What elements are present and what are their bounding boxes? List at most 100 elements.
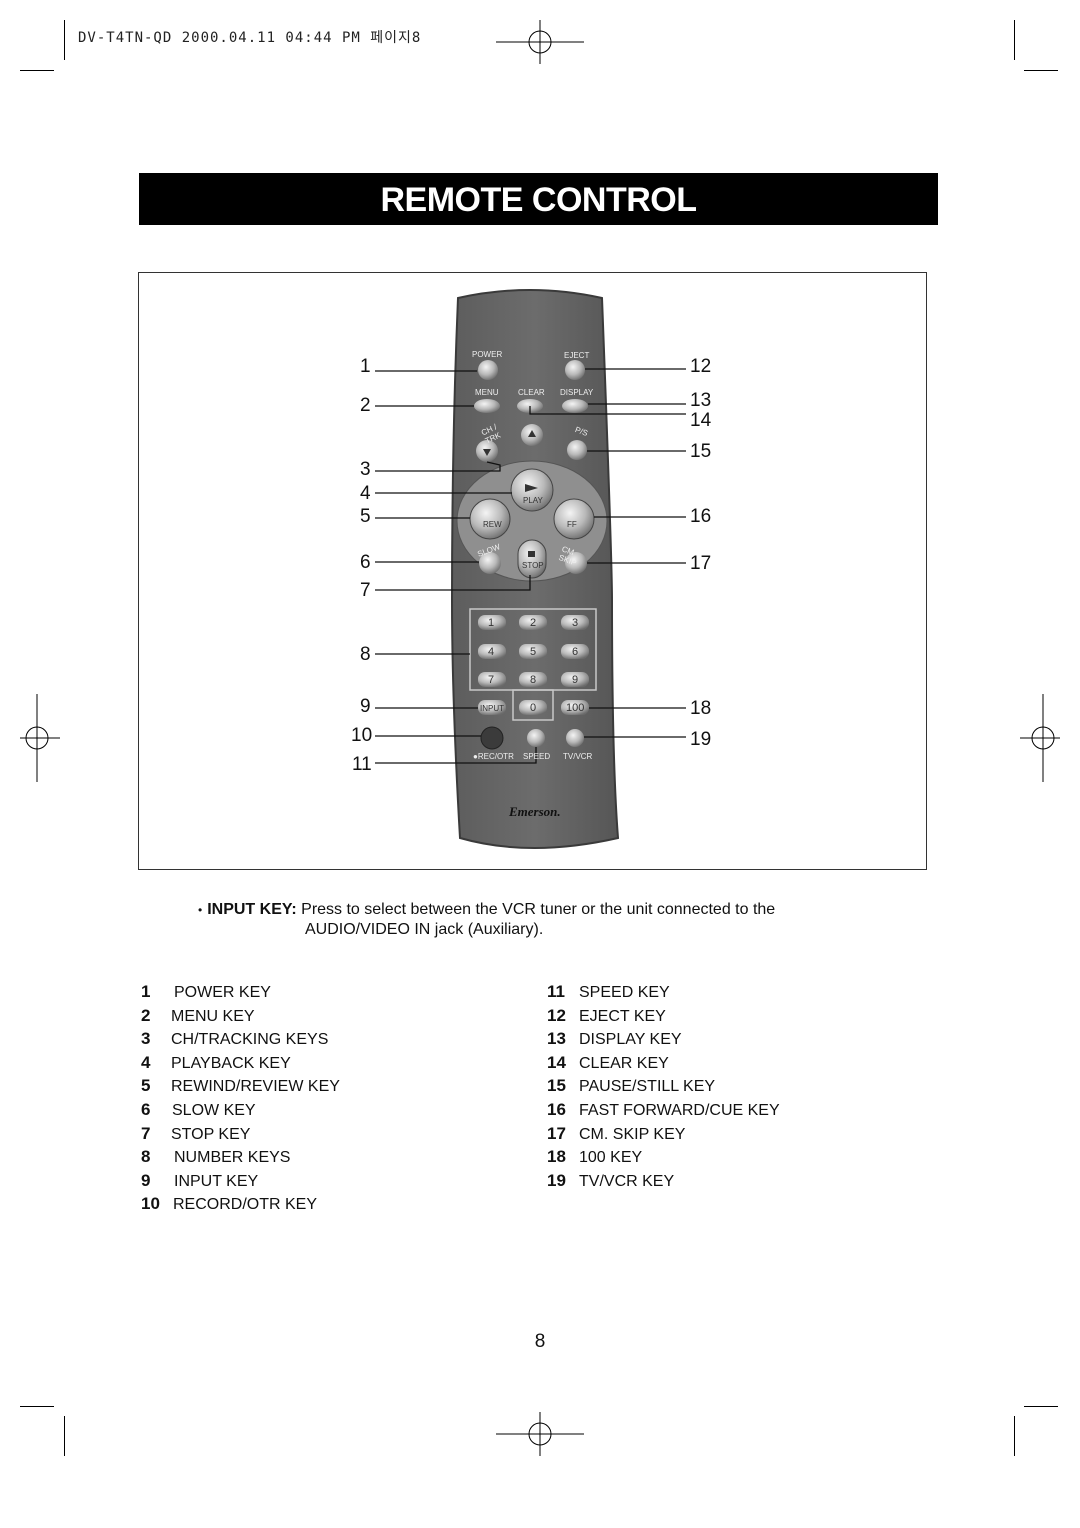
callout-18: 18 bbox=[690, 698, 712, 719]
note-label: INPUT KEY: bbox=[207, 901, 297, 918]
input-button bbox=[478, 700, 506, 715]
play-label: PLAY bbox=[523, 496, 543, 505]
callout-6: 6 bbox=[360, 552, 371, 573]
page-number: 8 bbox=[534, 1331, 546, 1352]
callout-1: 1 bbox=[360, 356, 371, 377]
rew-button bbox=[469, 498, 511, 540]
callout-11: 11 bbox=[352, 754, 372, 775]
legend-number: 12 bbox=[547, 1006, 566, 1025]
callout-lines bbox=[375, 368, 686, 764]
callout-2: 2 bbox=[360, 395, 371, 416]
transport-ring bbox=[456, 460, 608, 582]
callout-8: 8 bbox=[360, 644, 371, 665]
speed-button bbox=[527, 729, 545, 747]
legend-number: 6 bbox=[141, 1100, 151, 1119]
speed-label: SPEED bbox=[523, 752, 551, 761]
record-dot-icon: ● bbox=[473, 752, 478, 761]
legend-item: 19 TV/VCR KEY bbox=[547, 1171, 674, 1191]
digit-6: 6 bbox=[572, 646, 579, 658]
legend-label: CM. SKIP KEY bbox=[579, 1126, 686, 1143]
legend-label: REWIND/REVIEW KEY bbox=[171, 1078, 340, 1095]
legend-number: 14 bbox=[547, 1053, 566, 1072]
callout-4: 4 bbox=[360, 483, 371, 504]
legend-number: 15 bbox=[547, 1076, 566, 1095]
callout-9: 9 bbox=[360, 696, 371, 717]
legend-label: POWER KEY bbox=[174, 984, 271, 1001]
digit-5: 5 bbox=[530, 646, 537, 658]
legend-number: 19 bbox=[547, 1171, 566, 1190]
ff-button bbox=[553, 498, 595, 540]
legend-item: 13 DISPLAY KEY bbox=[547, 1029, 682, 1049]
legend-number: 11 bbox=[547, 982, 565, 1001]
digit-9: 9 bbox=[572, 674, 579, 686]
legend-item: 14 CLEAR KEY bbox=[547, 1053, 669, 1073]
input-label: INPUT bbox=[480, 704, 504, 713]
zero-button bbox=[519, 700, 547, 715]
digit-4: 4 bbox=[488, 646, 495, 658]
callout-13: 13 bbox=[690, 390, 712, 411]
clear-label: CLEAR bbox=[518, 388, 545, 397]
note-line-1: • INPUT KEY: Press to select between the … bbox=[198, 900, 898, 920]
callout-5: 5 bbox=[360, 506, 371, 527]
hundred-button bbox=[561, 700, 589, 715]
rec-otr-label: ●REC/OTR bbox=[473, 752, 514, 761]
cm-skip-button bbox=[565, 552, 587, 574]
legend-number: 9 bbox=[141, 1171, 151, 1190]
digit-1: 1 bbox=[488, 617, 495, 629]
brand-logo: Emerson. bbox=[509, 804, 561, 819]
pause-still-button bbox=[567, 440, 587, 460]
callout-15: 15 bbox=[690, 441, 712, 462]
stop-button bbox=[517, 539, 547, 579]
display-label: DISPLAY bbox=[560, 388, 594, 397]
legend-item: 8 NUMBER KEYS bbox=[141, 1147, 290, 1167]
legend-label: NUMBER KEYS bbox=[174, 1149, 291, 1166]
play-button bbox=[510, 468, 554, 512]
power-button bbox=[478, 360, 498, 380]
tv-vcr-button bbox=[566, 729, 584, 747]
note-text-1: Press to select between the VCR tuner or… bbox=[301, 901, 776, 918]
legend-label: PLAYBACK KEY bbox=[171, 1055, 291, 1072]
legend-number: 1 bbox=[141, 982, 151, 1001]
legend-label: TV/VCR KEY bbox=[579, 1173, 675, 1190]
eject-button bbox=[565, 360, 585, 380]
legend-number: 18 bbox=[547, 1147, 566, 1166]
remote-figure bbox=[138, 272, 927, 870]
print-slug: DV-T4TN-QD 2000.04.11 04:44 PM 페이지8 bbox=[78, 30, 422, 46]
rec-otr-text: REC/OTR bbox=[477, 752, 514, 761]
menu-label: MENU bbox=[475, 388, 499, 397]
legend-label: CLEAR KEY bbox=[579, 1055, 669, 1072]
legend-label: RECORD/OTR KEY bbox=[173, 1196, 318, 1213]
legend-label: EJECT KEY bbox=[579, 1008, 666, 1025]
legend-number: 5 bbox=[141, 1076, 151, 1095]
legend-item: 12 EJECT KEY bbox=[547, 1006, 666, 1026]
legend-label: STOP KEY bbox=[171, 1126, 251, 1143]
legend-number: 10 bbox=[141, 1194, 160, 1213]
digit-2: 2 bbox=[530, 617, 537, 629]
legend-label: DISPLAY KEY bbox=[579, 1031, 682, 1048]
stop-label: STOP bbox=[522, 561, 544, 570]
legend-number: 8 bbox=[141, 1147, 151, 1166]
callout-19: 19 bbox=[690, 729, 712, 750]
digit-8: 8 bbox=[530, 674, 537, 686]
rew-label: REW bbox=[483, 520, 502, 529]
slow-button bbox=[479, 552, 501, 574]
note-bullet: • bbox=[198, 903, 203, 917]
menu-button bbox=[474, 399, 500, 413]
legend-number: 13 bbox=[547, 1029, 566, 1048]
callout-7: 7 bbox=[360, 580, 371, 601]
legend-item: 7 STOP KEY bbox=[141, 1124, 250, 1144]
legend-number: 7 bbox=[141, 1124, 151, 1143]
eject-label: EJECT bbox=[564, 351, 590, 360]
power-label: POWER bbox=[472, 350, 503, 359]
legend-number: 3 bbox=[141, 1029, 151, 1048]
callout-14: 14 bbox=[690, 410, 712, 431]
legend-number: 4 bbox=[141, 1053, 151, 1072]
